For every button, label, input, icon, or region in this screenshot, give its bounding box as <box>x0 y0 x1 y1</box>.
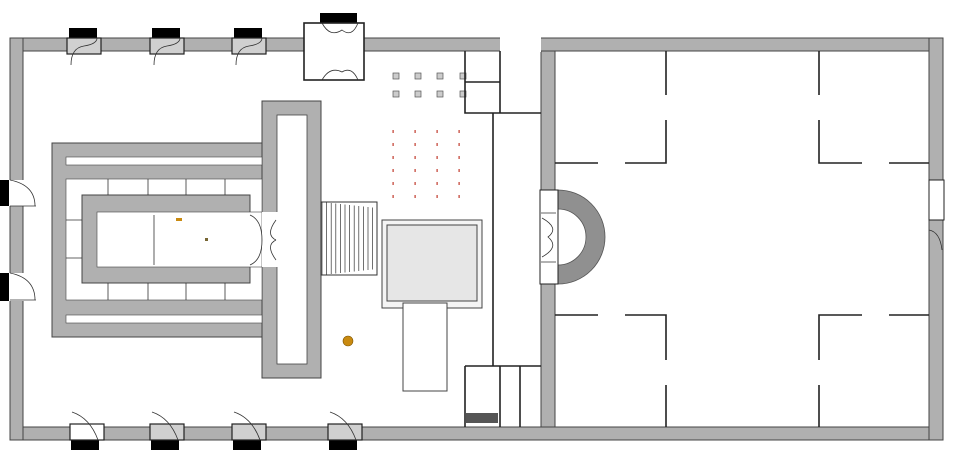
seat-mark <box>392 130 394 133</box>
seat-mark <box>392 156 394 159</box>
seat-mark <box>392 182 394 185</box>
column <box>459 72 467 80</box>
seat-mark <box>414 143 416 146</box>
window-door[interactable] <box>66 28 102 66</box>
right-hall-rooms <box>555 51 929 427</box>
column <box>392 72 400 80</box>
seat-mark <box>458 169 460 172</box>
column-grid <box>392 72 467 198</box>
seat-mark <box>458 195 460 198</box>
seat-mark <box>414 130 416 133</box>
sanctuary-structure <box>51 100 322 379</box>
top-doors[interactable] <box>66 28 267 66</box>
seat-mark <box>414 182 416 185</box>
seat-mark <box>436 130 438 133</box>
left-doors[interactable] <box>0 179 36 301</box>
ramp <box>402 302 448 392</box>
seat-mark <box>458 130 460 133</box>
window-door[interactable] <box>149 28 185 66</box>
window-door[interactable] <box>69 411 105 450</box>
seat-mark <box>436 195 438 198</box>
seat-mark <box>436 143 438 146</box>
platform <box>381 219 483 392</box>
stairs[interactable] <box>320 201 378 276</box>
bottom-doors[interactable] <box>69 411 363 450</box>
seat-mark <box>458 143 460 146</box>
seat-mark <box>414 156 416 159</box>
seat-mark <box>458 156 460 159</box>
column <box>436 90 444 98</box>
seat-mark <box>436 182 438 185</box>
column <box>436 72 444 80</box>
marker-dot <box>342 335 354 347</box>
entrance-vestibule[interactable] <box>303 13 365 81</box>
column <box>414 90 422 98</box>
seat-mark <box>414 169 416 172</box>
apse-ring <box>539 189 606 285</box>
column <box>392 90 400 98</box>
column <box>414 72 422 80</box>
window-door[interactable] <box>149 411 185 450</box>
service-rooms <box>464 51 541 427</box>
window-door[interactable] <box>231 411 267 450</box>
altar-marker <box>176 218 182 221</box>
seat-mark <box>392 143 394 146</box>
right-door[interactable] <box>928 179 945 251</box>
altar-marker-small <box>205 238 208 241</box>
column <box>459 90 467 98</box>
seat-mark <box>414 195 416 198</box>
seat-mark <box>392 195 394 198</box>
seat-mark <box>392 169 394 172</box>
seat-mark <box>436 156 438 159</box>
seat-mark <box>458 182 460 185</box>
seat-mark <box>436 169 438 172</box>
window-door[interactable] <box>231 28 267 66</box>
window-door[interactable] <box>327 411 363 450</box>
